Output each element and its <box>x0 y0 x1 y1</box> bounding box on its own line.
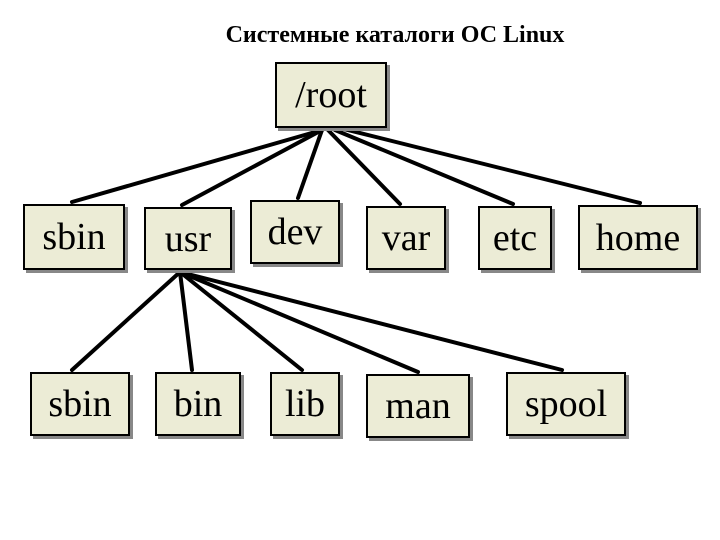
edge-usr-lib <box>178 270 304 372</box>
node-usr-man[interactable]: man <box>366 374 470 438</box>
node-dev-label: dev <box>267 211 323 253</box>
node-usr-sbin-label: sbin <box>48 383 112 425</box>
edge-usr-man <box>178 270 420 374</box>
edge-usr-bin <box>178 270 194 372</box>
node-usr-spool[interactable]: spool <box>506 372 626 436</box>
node-usr-bin[interactable]: bin <box>155 372 241 436</box>
node-etc-label: etc <box>492 217 538 259</box>
node-usr-label: usr <box>164 217 212 260</box>
node-var[interactable]: var <box>366 206 446 270</box>
edge-root-etc <box>333 128 515 206</box>
node-usr-spool-label: spool <box>524 383 608 425</box>
edge-root-usr <box>180 128 324 207</box>
node-dev[interactable]: dev <box>250 200 340 264</box>
node-sbin-label: sbin <box>42 216 106 258</box>
node-home-label: home <box>595 216 681 259</box>
edge-root-sbin <box>70 128 324 204</box>
edge-usr-sbin <box>70 270 182 372</box>
node-usr[interactable]: usr <box>144 207 232 270</box>
node-home[interactable]: home <box>578 205 698 270</box>
node-sbin[interactable]: sbin <box>23 204 125 270</box>
edge-root-var <box>326 128 402 206</box>
node-usr-lib-label: lib <box>284 383 326 425</box>
node-usr-sbin[interactable]: sbin <box>30 372 130 436</box>
node-usr-man-label: man <box>385 385 451 427</box>
node-root[interactable]: /root <box>275 62 387 128</box>
node-var-label: var <box>381 217 431 259</box>
node-etc[interactable]: etc <box>478 206 552 270</box>
edge-usr-spool <box>178 270 564 372</box>
edge-root-home <box>338 126 642 205</box>
edge-root-dev <box>296 128 324 200</box>
node-root-label: /root <box>295 74 367 116</box>
node-usr-lib[interactable]: lib <box>270 372 340 436</box>
node-usr-bin-label: bin <box>173 383 223 425</box>
